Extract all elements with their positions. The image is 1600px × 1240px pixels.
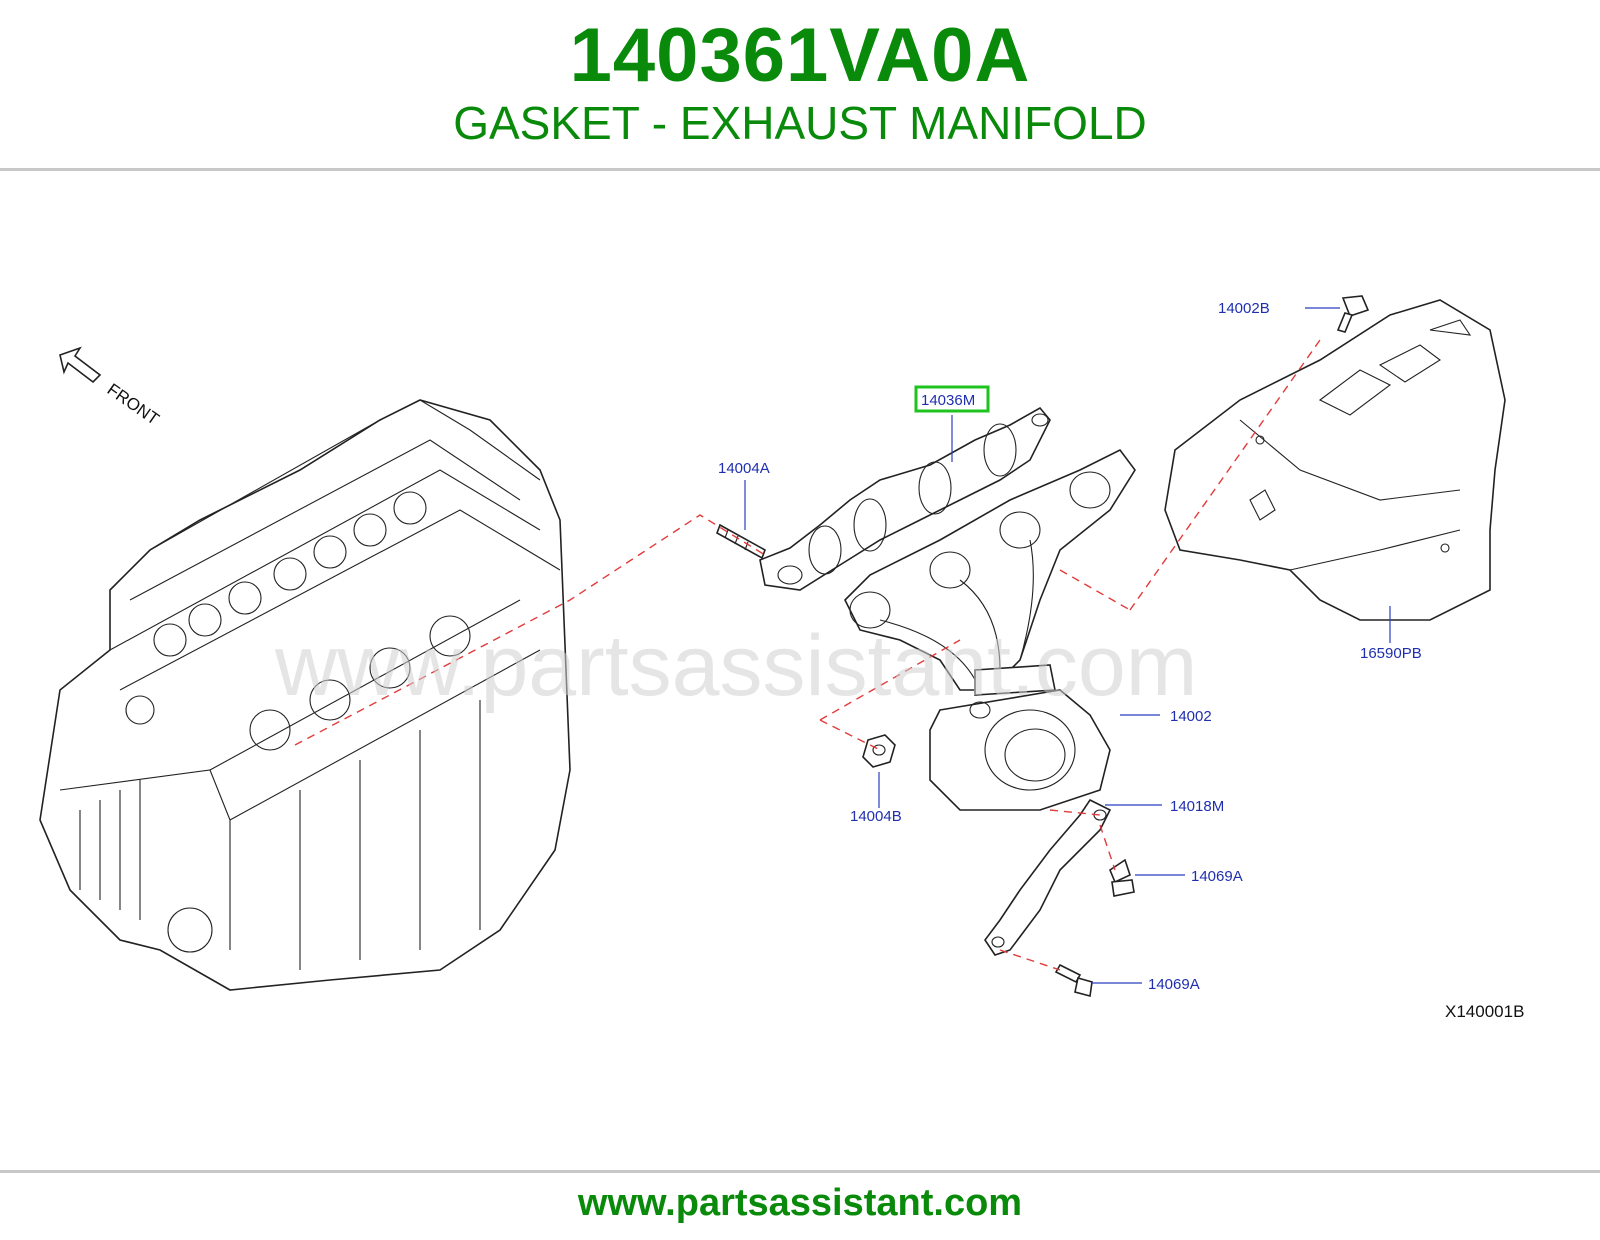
bolt-14069A-lower — [1054, 963, 1093, 998]
exhaust-manifold-gasket — [759, 406, 1051, 591]
page-header: 140361VA0A GASKET - EXHAUST MANIFOLD — [0, 0, 1600, 168]
exhaust-manifold — [844, 448, 1136, 811]
watermark-text: www.partsassistant.com — [274, 618, 1197, 714]
front-arrow-icon — [59, 346, 102, 384]
header-divider — [0, 168, 1600, 171]
manifold-bracket — [984, 798, 1112, 956]
front-label: FRONT — [104, 380, 163, 429]
callout-14004B[interactable]: 14004B — [850, 808, 902, 825]
nut-14004B — [862, 734, 896, 768]
callout-16590PB[interactable]: 16590PB — [1360, 645, 1422, 662]
callout-14002[interactable]: 14002 — [1170, 708, 1212, 725]
assembly-dash-lines — [294, 339, 1321, 971]
callout-leaders — [744, 307, 1391, 984]
callout-14036M[interactable]: 14036M — [921, 392, 975, 409]
bolt-14002B — [1336, 295, 1370, 333]
engine-block — [39, 399, 571, 991]
part-number-title: 140361VA0A — [569, 13, 1031, 98]
footer-url[interactable]: www.partsassistant.com — [577, 1182, 1023, 1224]
part-name-subtitle: GASKET - EXHAUST MANIFOLD — [453, 97, 1147, 149]
callout-14069A-upper[interactable]: 14069A — [1191, 868, 1243, 885]
bolt-14069A-upper — [1109, 858, 1135, 897]
callout-14069A-lower[interactable]: 14069A — [1148, 976, 1200, 993]
parts-diagram: FRONT — [39, 295, 1524, 1021]
diagram-code: X140001B — [1445, 1002, 1524, 1021]
footer-divider — [0, 1170, 1600, 1173]
heat-shield — [1164, 299, 1506, 621]
callout-14002B[interactable]: 14002B — [1218, 300, 1270, 317]
highlight-box — [914, 385, 990, 413]
callout-14018M[interactable]: 14018M — [1170, 798, 1224, 815]
callout-14004A[interactable]: 14004A — [718, 460, 770, 477]
